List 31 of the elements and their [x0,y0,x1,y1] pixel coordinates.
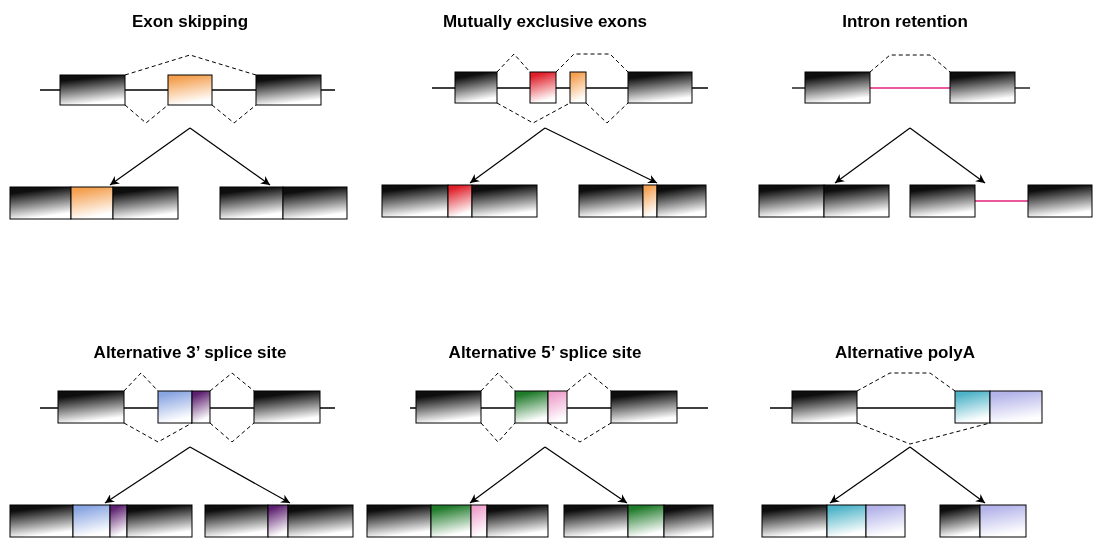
mrna-drawing [762,505,905,537]
mrna-drawing [564,505,713,537]
mrna-drawing [220,187,347,219]
arrow [834,127,911,184]
arrow [104,446,191,504]
arrow [469,127,546,184]
mrna-drawing [579,185,706,217]
arrow [544,127,658,184]
arrow [469,446,546,504]
arrow [189,127,271,186]
mrna-drawing [10,505,192,537]
mrna-drawing [10,187,178,219]
mrna-drawing [759,185,889,217]
arrow [544,446,628,504]
arrow [109,127,191,186]
panel-title: Alternative polyA [835,343,975,363]
pre-mrna-drawing [768,371,1044,447]
mrna-drawing [367,505,548,537]
arrow [909,446,986,504]
arrow [909,127,986,184]
panel-title: Alternative 5’ splice site [448,343,642,363]
mrna-drawing [910,185,1093,217]
panel-title: Alternative 3’ splice site [93,343,287,363]
panel-title: Exon skipping [131,12,249,32]
mrna-drawing [205,505,353,537]
panel-title: Mutually exclusive exons [442,12,648,32]
mrna-drawing [940,505,1026,537]
mrna-drawing [382,185,537,217]
arrow [829,446,911,504]
panel-title: Intron retention [842,12,968,32]
arrow [189,446,291,504]
